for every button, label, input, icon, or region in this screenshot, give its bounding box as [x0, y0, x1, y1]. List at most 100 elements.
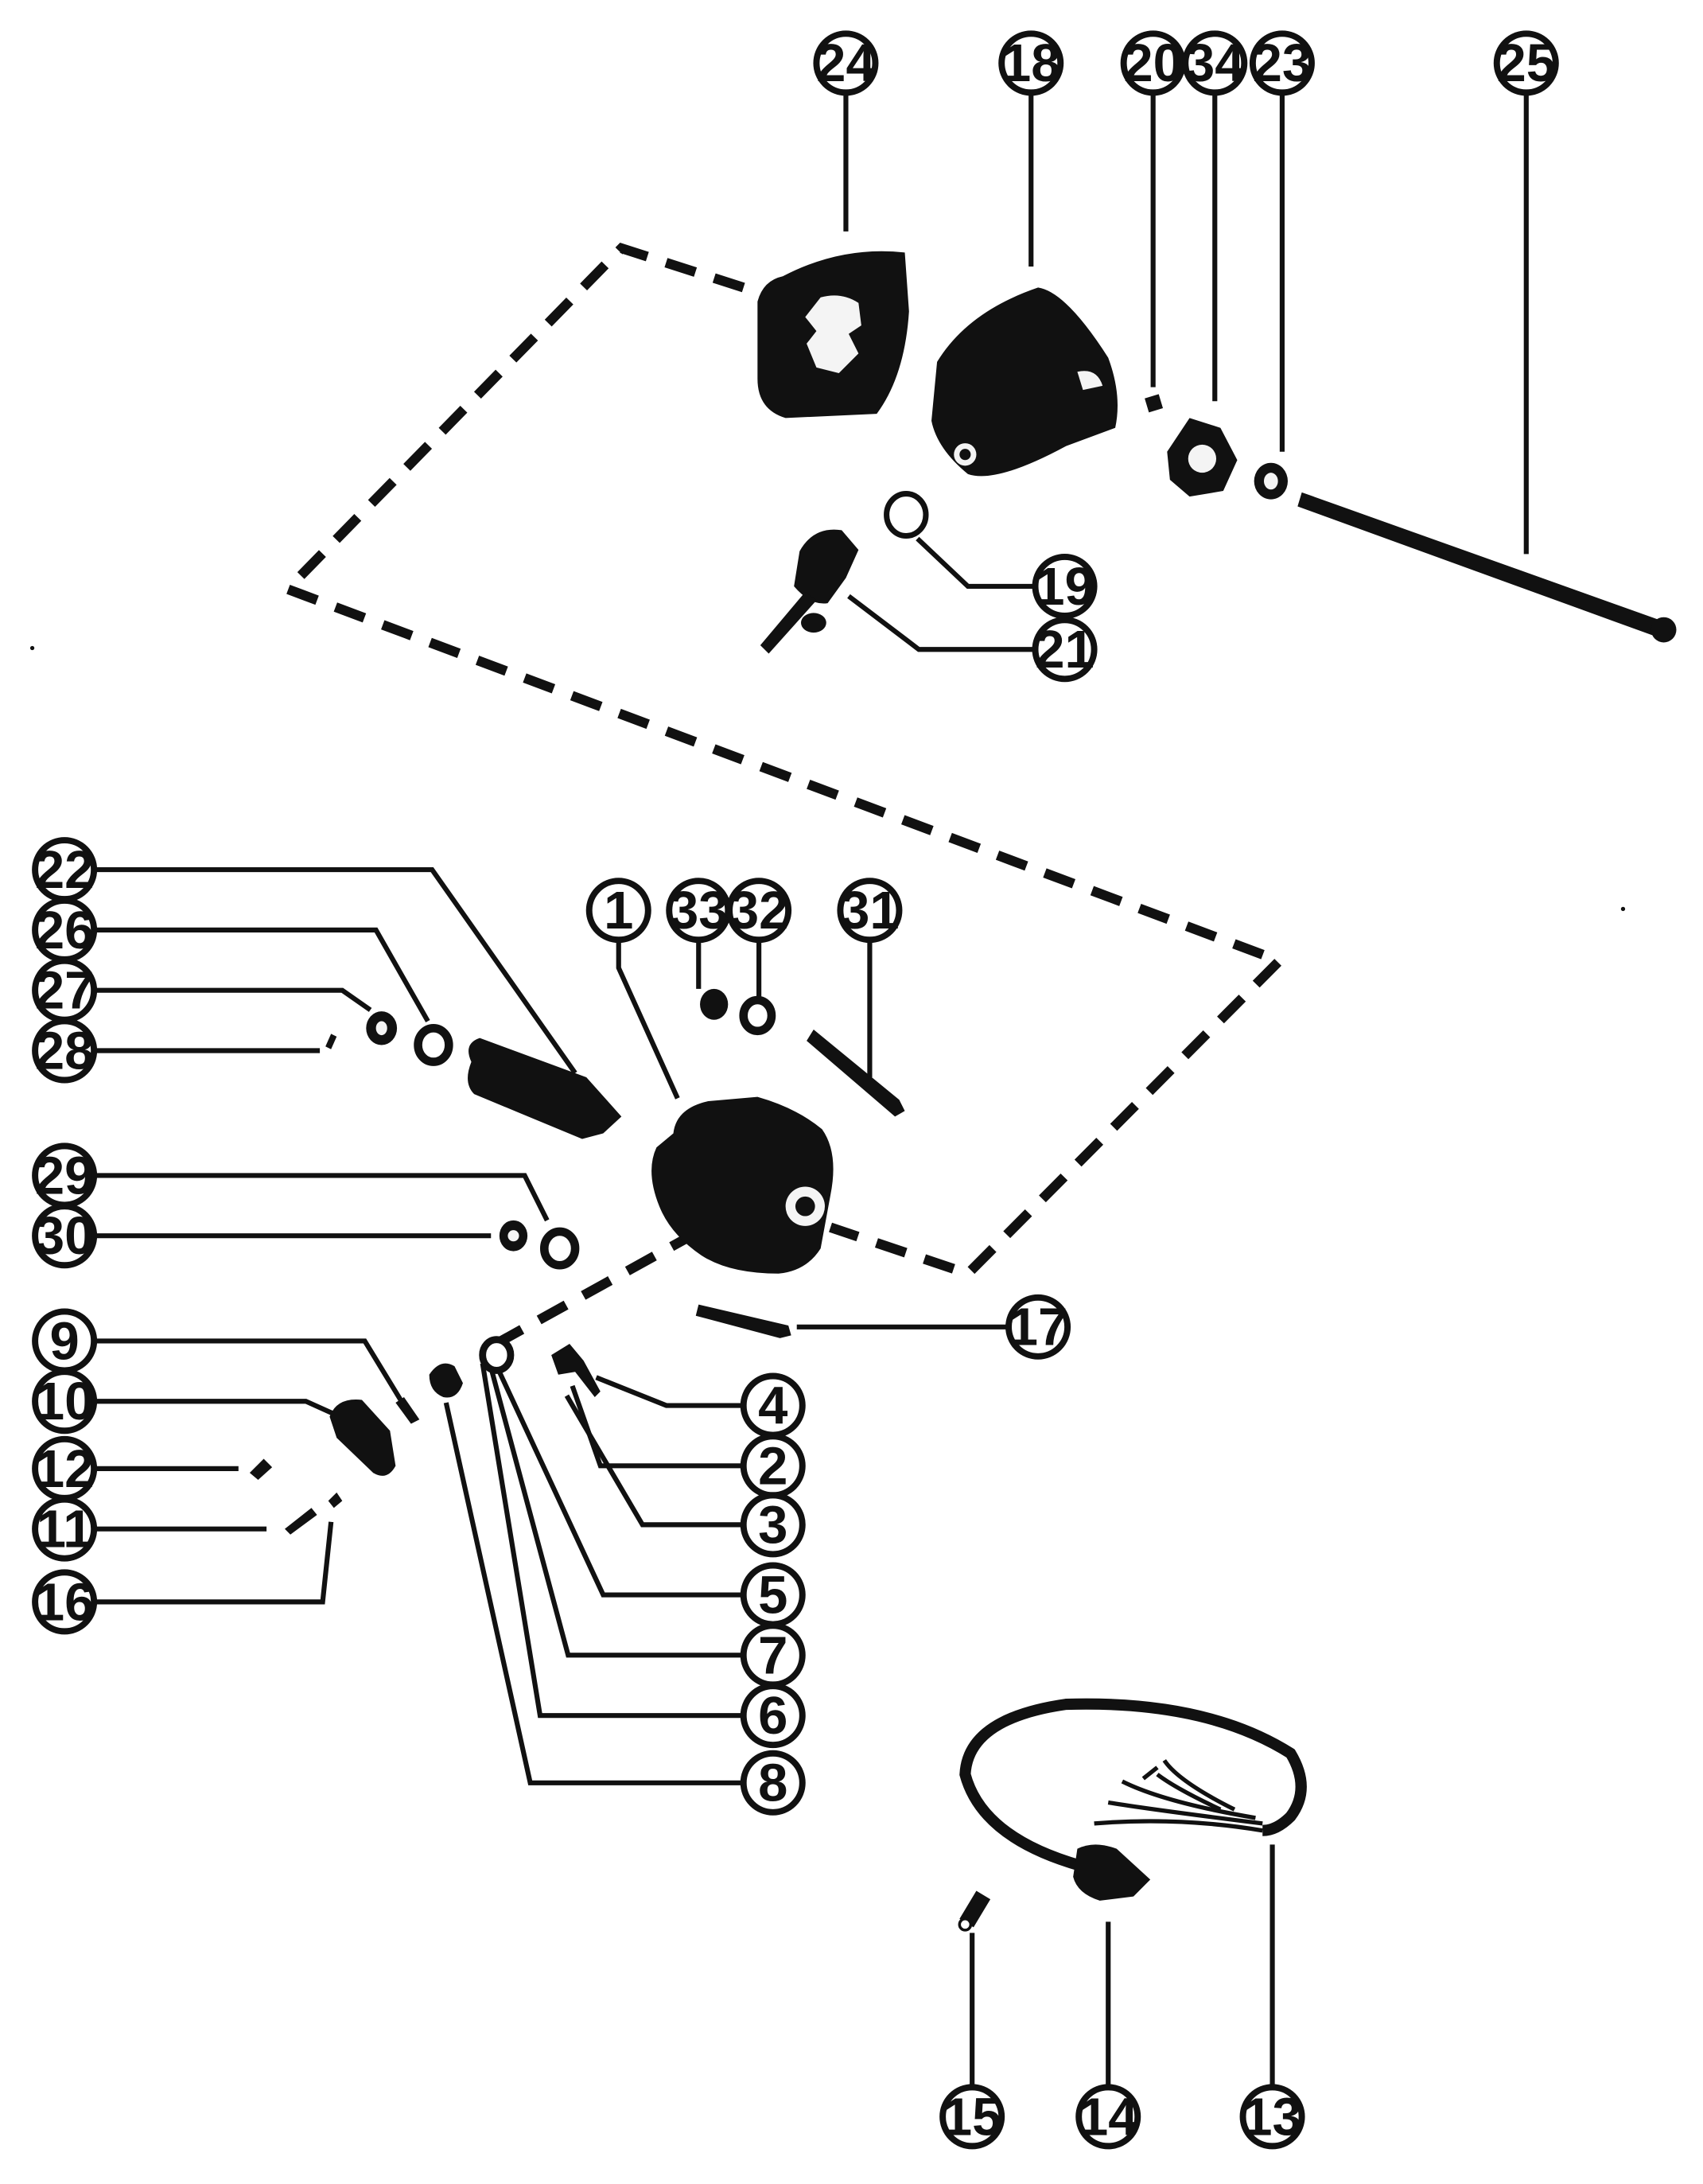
scan-speck: [1620, 906, 1626, 912]
svg-text:11: 11: [37, 1500, 93, 1559]
leader-lines: [95, 94, 1529, 2086]
nut-23: [1254, 462, 1288, 500]
svg-text:5: 5: [758, 1565, 787, 1625]
svg-text:34: 34: [1185, 33, 1245, 93]
callout-11: 11: [32, 1496, 98, 1562]
ring-19: [884, 491, 929, 539]
svg-text:18: 18: [1001, 33, 1061, 93]
callout-15: 15: [939, 2084, 1005, 2150]
svg-text:4: 4: [758, 1376, 787, 1435]
pin-28: [325, 1034, 337, 1049]
callout-20: 20: [1120, 30, 1186, 96]
callout-21: 21: [1032, 617, 1098, 683]
assembly-dashed-line-lower: [488, 1227, 702, 1351]
terminal-15: [958, 1890, 991, 1932]
carburetor-body-1: [651, 1096, 834, 1274]
svg-text:7: 7: [758, 1625, 787, 1685]
svg-text:21: 21: [1035, 620, 1095, 679]
plug-16: [328, 1492, 343, 1509]
svg-text:24: 24: [816, 33, 876, 93]
wiring-harness-13: [959, 1698, 1307, 1871]
scan-speck: [29, 645, 35, 651]
screw-20: [1145, 394, 1164, 413]
svg-text:9: 9: [49, 1311, 79, 1371]
callout-22: 22: [32, 837, 98, 903]
seat-5: [479, 1336, 515, 1374]
callout-5: 5: [740, 1562, 806, 1628]
callout-28: 28: [32, 1018, 98, 1084]
callout-3: 3: [740, 1492, 806, 1558]
screw-11: [285, 1508, 317, 1535]
assembly-dashed-outline: [278, 243, 1289, 1279]
svg-text:26: 26: [35, 901, 95, 960]
bolt-31: [807, 1030, 905, 1117]
cap-8: [429, 1363, 463, 1398]
callout-26: 26: [32, 897, 98, 963]
svg-text:22: 22: [35, 840, 95, 900]
washer-30: [539, 1227, 580, 1270]
svg-text:19: 19: [1035, 557, 1095, 617]
svg-text:12: 12: [35, 1439, 95, 1499]
svg-text:14: 14: [1079, 2087, 1138, 2147]
svg-text:30: 30: [35, 1206, 95, 1266]
callout-19: 19: [1032, 553, 1098, 619]
svg-text:8: 8: [758, 1754, 787, 1813]
svg-text:25: 25: [1497, 33, 1557, 93]
svg-text:13: 13: [1242, 2087, 1302, 2147]
svg-text:6: 6: [758, 1686, 787, 1746]
washer-26: [414, 1023, 453, 1066]
callout-9: 9: [32, 1308, 98, 1374]
nut-27: [366, 1011, 398, 1045]
callout-1: 1: [585, 878, 651, 944]
callout-8: 8: [740, 1750, 806, 1816]
svg-text:32: 32: [729, 881, 789, 940]
callout-30: 30: [32, 1203, 98, 1269]
callout-32: 32: [726, 878, 792, 944]
callout-33: 33: [666, 878, 732, 944]
callout-7: 7: [740, 1622, 806, 1688]
callout-14: 14: [1075, 2084, 1141, 2150]
fuel-fitting-22: [468, 1037, 622, 1139]
callout-17: 17: [1005, 1294, 1071, 1360]
washer-32: [739, 995, 776, 1036]
callout-29: 29: [32, 1143, 98, 1209]
callout-25: 25: [1493, 30, 1559, 96]
callout-16: 16: [32, 1569, 98, 1635]
callout-24: 24: [813, 30, 879, 96]
nut-33: [700, 988, 729, 1020]
screw-12: [249, 1458, 273, 1480]
svg-text:3: 3: [758, 1495, 787, 1555]
callout-12: 12: [32, 1435, 98, 1501]
callout-4: 4: [740, 1372, 806, 1438]
needle-valve-4: [551, 1343, 601, 1397]
callout-31: 31: [837, 878, 903, 944]
plate-10: [329, 1400, 396, 1476]
svg-text:15: 15: [943, 2087, 1002, 2147]
callout-34: 34: [1182, 30, 1248, 96]
svg-text:28: 28: [35, 1021, 95, 1080]
svg-text:33: 33: [669, 881, 729, 940]
callout-18: 18: [998, 30, 1064, 96]
callout-23: 23: [1249, 30, 1315, 96]
svg-text:23: 23: [1253, 33, 1312, 93]
cable-25: [1297, 492, 1677, 643]
svg-text:29: 29: [35, 1146, 95, 1205]
svg-text:10: 10: [35, 1372, 95, 1431]
cover-18: [931, 287, 1118, 477]
svg-text:1: 1: [604, 881, 633, 940]
callout-2: 2: [740, 1433, 806, 1499]
lockwasher-34: [1167, 418, 1238, 497]
callout-10: 10: [32, 1368, 98, 1435]
callout-13: 13: [1239, 2084, 1305, 2150]
callout-6: 6: [740, 1683, 806, 1749]
svg-text:31: 31: [840, 881, 900, 940]
svg-text:16: 16: [35, 1572, 95, 1632]
nut-29: [499, 1220, 528, 1252]
ignition-switch-21: [760, 529, 859, 654]
gasket-24: [757, 251, 909, 419]
callout-27: 27: [32, 957, 98, 1023]
svg-text:20: 20: [1123, 33, 1183, 93]
svg-text:27: 27: [35, 961, 95, 1021]
connector-14: [1073, 1844, 1151, 1901]
